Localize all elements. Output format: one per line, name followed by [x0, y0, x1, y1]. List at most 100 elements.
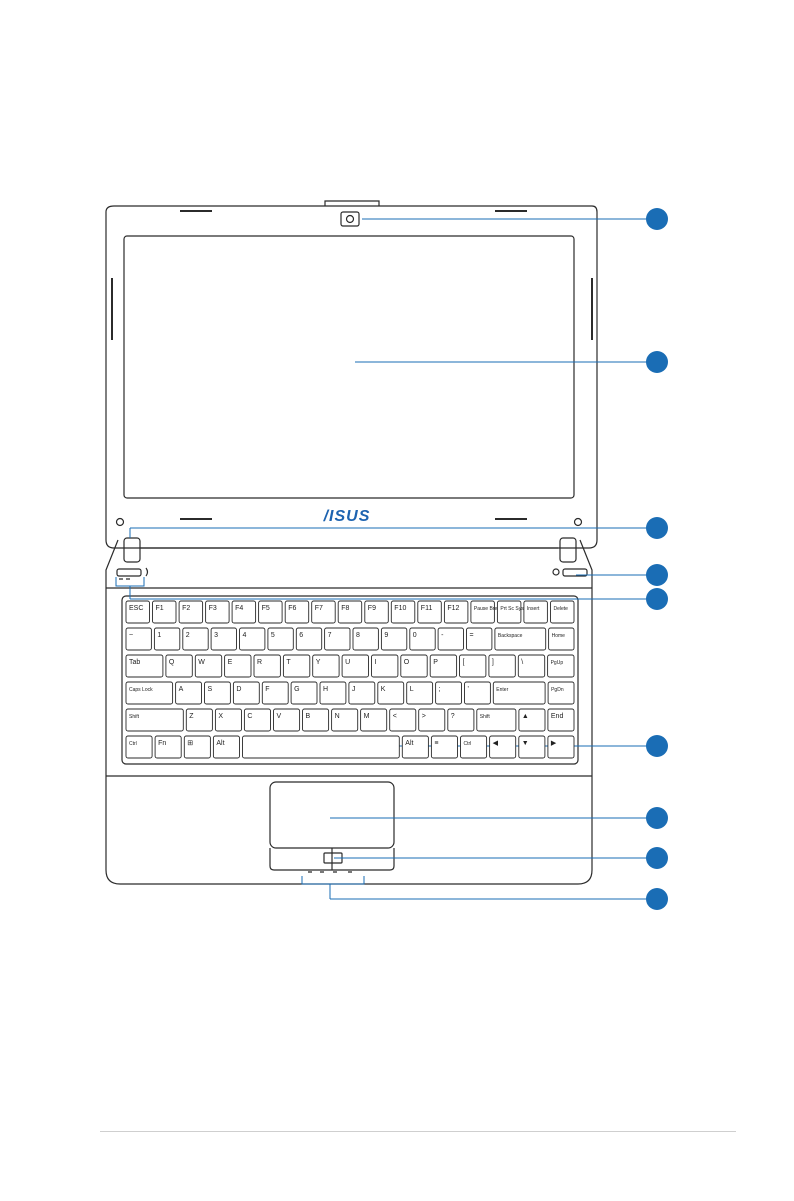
key-label: End — [551, 713, 564, 720]
key — [125, 735, 153, 759]
key — [337, 600, 363, 624]
key-label: Caps Lock — [129, 687, 153, 693]
key — [430, 735, 458, 759]
key — [418, 708, 446, 732]
key — [352, 627, 379, 651]
key-label: Prt Sc SysRq — [500, 606, 530, 612]
key-label: Tab — [129, 659, 140, 666]
key-label: F12 — [447, 605, 459, 612]
key-label: < — [393, 713, 397, 720]
key-label: R — [257, 659, 262, 666]
key-label: = — [470, 632, 474, 639]
key-label: ; — [439, 686, 441, 693]
key-label: I — [375, 659, 377, 666]
key-label: PgUp — [551, 660, 564, 666]
key — [125, 627, 152, 651]
key — [204, 681, 231, 705]
key-label: Shift — [129, 714, 140, 720]
key — [214, 708, 242, 732]
key-label: K — [381, 686, 386, 693]
key — [371, 654, 399, 678]
leader-indicator-bracket — [301, 876, 365, 885]
key — [125, 654, 164, 678]
key-label: ' — [468, 686, 469, 693]
key-label: \ — [521, 659, 523, 666]
key-label: 8 — [356, 632, 360, 639]
key — [409, 627, 436, 651]
key — [267, 627, 294, 651]
key-label: F9 — [368, 605, 376, 612]
key — [282, 654, 311, 678]
key — [231, 600, 257, 624]
key-label: W — [198, 659, 205, 666]
key-label: Ctrl — [129, 741, 137, 747]
key — [284, 600, 310, 624]
key — [476, 708, 517, 732]
key-label: ▼ — [522, 740, 529, 747]
key — [302, 708, 330, 732]
key — [417, 600, 442, 624]
key — [389, 708, 417, 732]
key-label: PgDn — [551, 687, 564, 693]
callout-8 — [646, 847, 668, 869]
key — [547, 708, 575, 732]
key — [312, 654, 340, 678]
leader-status-bracket — [115, 577, 145, 587]
key — [348, 681, 376, 705]
key — [165, 654, 193, 678]
key-label: O — [404, 659, 410, 666]
hinge-left — [123, 537, 141, 563]
key-label: E — [228, 659, 233, 666]
callout-9 — [646, 888, 668, 910]
key-label: Alt — [216, 740, 224, 747]
key — [239, 627, 266, 651]
key-label: 7 — [328, 632, 332, 639]
callout-leaders — [115, 218, 650, 900]
key-label: Pause Break — [474, 606, 503, 612]
key — [523, 600, 548, 624]
key-label: ≡ — [434, 740, 438, 747]
key — [261, 681, 289, 705]
key-label: 3 — [214, 632, 218, 639]
key — [295, 627, 323, 651]
key-label: Delete — [554, 606, 569, 612]
lid-side-grooves — [111, 278, 593, 340]
lid-top-tab — [324, 200, 380, 206]
hinge-right — [559, 537, 577, 563]
touchpad-outline — [269, 781, 395, 849]
power-switch-bar — [562, 568, 588, 577]
key — [331, 708, 359, 732]
key — [212, 735, 240, 759]
key-label: > — [422, 713, 426, 720]
keyboard-frame — [121, 595, 579, 765]
key — [224, 654, 252, 678]
key-label: Fn — [158, 740, 166, 747]
key — [435, 681, 462, 705]
key — [243, 708, 271, 732]
callout-7 — [646, 807, 668, 829]
key — [178, 600, 204, 624]
key — [154, 735, 182, 759]
key-label: Z — [189, 713, 194, 720]
key — [550, 600, 575, 624]
key — [548, 627, 575, 651]
key — [460, 735, 488, 759]
key — [489, 735, 517, 759]
key-label: ▶ — [551, 740, 557, 747]
key-label: Ctrl — [464, 741, 472, 747]
lid-screw-right — [573, 517, 583, 527]
key — [547, 654, 575, 678]
key — [380, 627, 408, 651]
key — [194, 654, 223, 678]
key-label: ◀ — [493, 740, 499, 747]
key — [125, 600, 150, 624]
lid-outline — [105, 205, 598, 549]
key-label: M — [364, 713, 370, 720]
key — [152, 600, 177, 624]
key-label: N — [335, 713, 340, 720]
callout-6 — [646, 735, 668, 757]
key — [232, 681, 260, 705]
key — [205, 600, 230, 624]
key-label: L — [410, 686, 414, 693]
